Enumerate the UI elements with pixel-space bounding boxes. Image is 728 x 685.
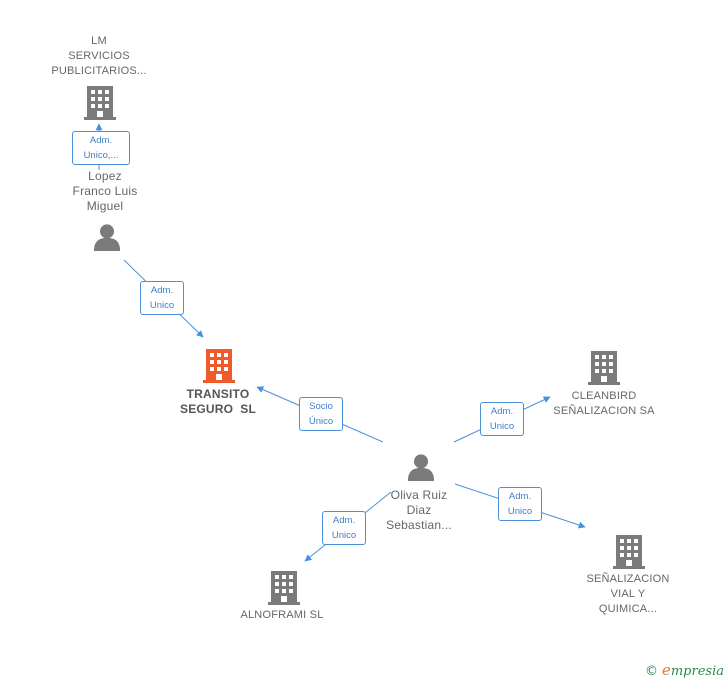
copyright-icon: © bbox=[644, 664, 658, 679]
edge-label-line: Unico bbox=[489, 421, 515, 432]
edge-label-line: Unico bbox=[331, 530, 357, 541]
node-label-line: ALNOFRAMI SL bbox=[240, 609, 324, 621]
node-label-line: SEÑALIZACION SA bbox=[553, 405, 655, 417]
building-icon[interactable] bbox=[588, 351, 620, 385]
node-label-oliva[interactable]: Oliva Ruiz Diaz Sebastian... bbox=[369, 488, 469, 533]
node-label-line: SERVICIOS bbox=[68, 50, 130, 62]
edge-label-oliva-transito[interactable]: Socio Único bbox=[299, 397, 343, 431]
node-label-line: LM bbox=[91, 35, 107, 47]
node-label-line: QUIMICA... bbox=[598, 603, 658, 615]
edge-label-lopez-transito[interactable]: Adm. Unico bbox=[140, 281, 184, 315]
node-label-line: Sebastian... bbox=[386, 518, 452, 532]
building-icon[interactable] bbox=[613, 535, 645, 569]
edge-label-line: Unico bbox=[507, 506, 533, 517]
node-label-lm[interactable]: LM SERVICIOS PUBLICITARIOS... bbox=[38, 34, 160, 79]
edge-label-line: Único bbox=[308, 416, 334, 427]
building-icon[interactable] bbox=[203, 349, 235, 383]
node-label-line: Franco Luis bbox=[72, 184, 138, 198]
edge-label-line: Adm. bbox=[490, 406, 514, 417]
node-label-line: TRANSITO bbox=[186, 387, 250, 401]
node-label-line: SEÑALIZACION bbox=[586, 573, 670, 585]
node-label-line: SEGURO SL bbox=[179, 402, 256, 416]
node-label-line: VIAL Y bbox=[610, 588, 646, 600]
edge-label-line: Socio bbox=[309, 401, 333, 412]
person-icon[interactable] bbox=[93, 224, 121, 251]
node-label-line: PUBLICITARIOS... bbox=[51, 65, 147, 77]
building-icon[interactable] bbox=[84, 86, 116, 120]
edge-label-line: Adm. bbox=[89, 135, 113, 146]
person-icon[interactable] bbox=[407, 454, 435, 481]
node-label-transito[interactable]: TRANSITO SEGURO SL bbox=[163, 387, 273, 417]
node-label-line: Lopez bbox=[88, 169, 122, 183]
node-label-lopez[interactable]: Lopez Franco Luis Miguel bbox=[55, 169, 155, 214]
brand-name: mpresia bbox=[670, 664, 724, 679]
node-label-line: Diaz bbox=[406, 503, 432, 517]
brand-footer[interactable]: ©empresia bbox=[645, 661, 724, 679]
node-label-alnoframi[interactable]: ALNOFRAMI SL bbox=[226, 608, 338, 623]
edge-label-lopez-lm[interactable]: Adm. Unico,... bbox=[72, 131, 130, 165]
brand-initial: e bbox=[661, 661, 671, 679]
edge-label-oliva-senalizacion[interactable]: Adm. Unico bbox=[498, 487, 542, 521]
node-label-senalizacion[interactable]: SEÑALIZACION VIAL Y QUIMICA... bbox=[573, 572, 683, 617]
building-icon[interactable] bbox=[268, 571, 300, 605]
edge-label-line: Unico,... bbox=[83, 150, 119, 161]
edge-label-line: Adm. bbox=[150, 285, 174, 296]
edge-label-line: Adm. bbox=[332, 515, 356, 526]
node-label-line: Oliva Ruiz bbox=[390, 488, 448, 502]
edge-label-oliva-cleanbird[interactable]: Adm. Unico bbox=[480, 402, 524, 436]
edge-label-line: Unico bbox=[149, 300, 175, 311]
node-label-line: CLEANBIRD bbox=[571, 390, 637, 402]
edge-label-oliva-alnoframi[interactable]: Adm. Unico bbox=[322, 511, 366, 545]
edge-label-line: Adm. bbox=[508, 491, 532, 502]
node-label-cleanbird[interactable]: CLEANBIRD SEÑALIZACION SA bbox=[543, 389, 665, 419]
node-label-line: Miguel bbox=[86, 199, 124, 213]
